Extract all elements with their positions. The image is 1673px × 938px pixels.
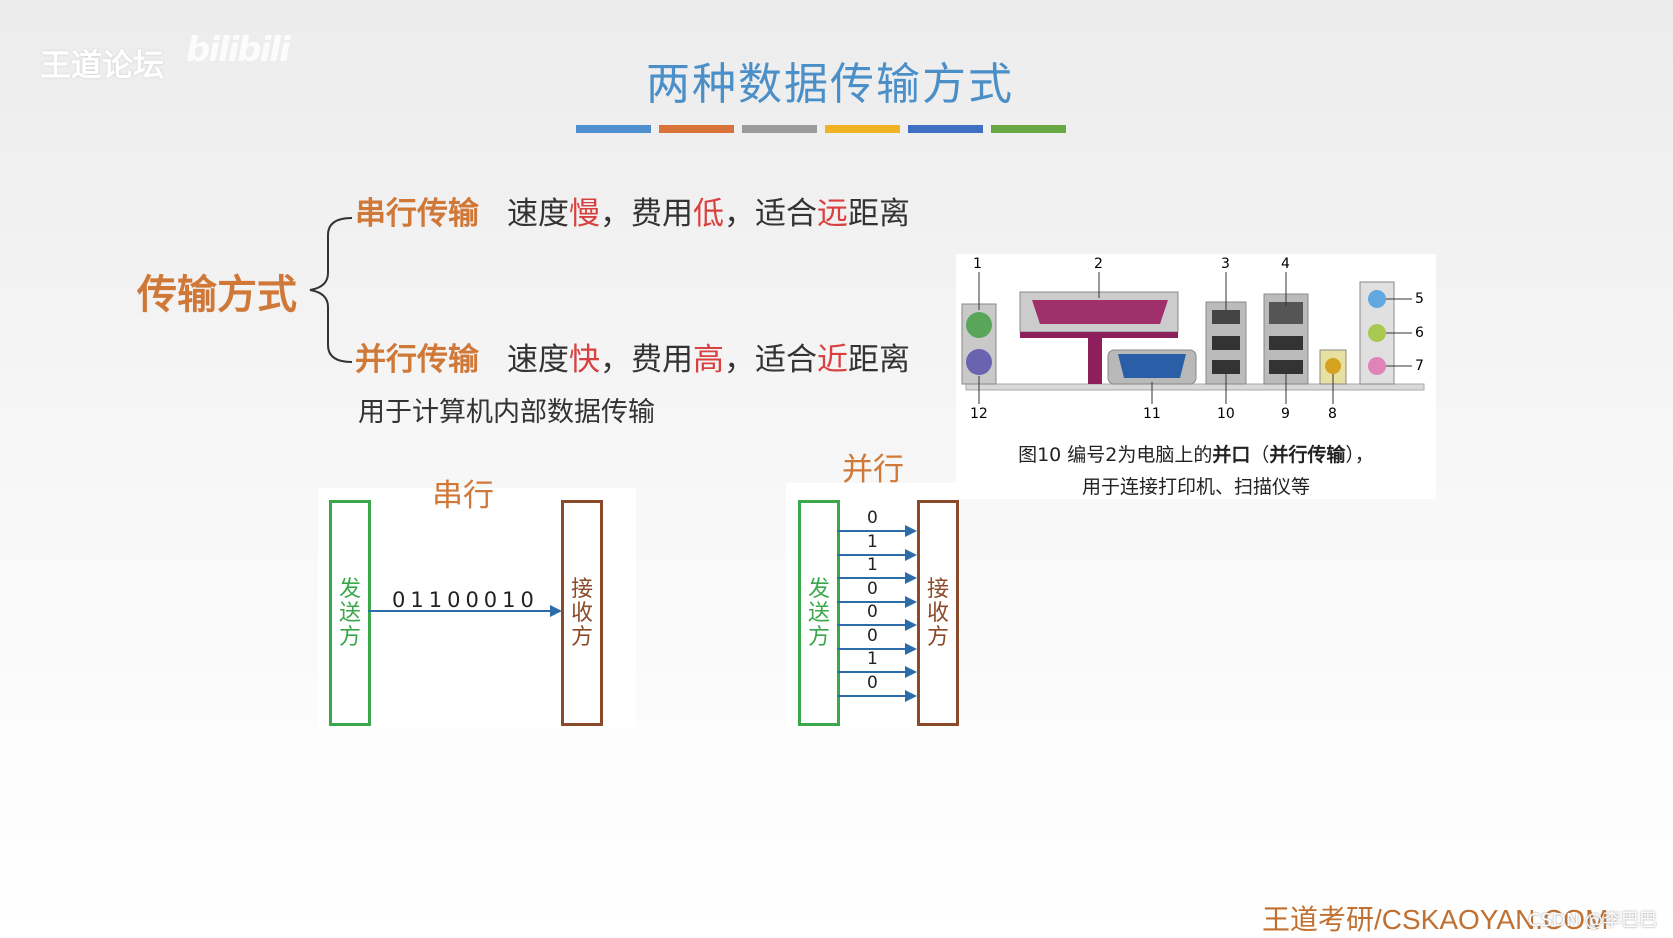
parallel-sender-box: 发送方 xyxy=(798,500,840,726)
parallel-text: ，费用 xyxy=(600,342,693,378)
parallel-arrow-icon xyxy=(837,619,917,631)
color-bar xyxy=(825,125,900,133)
port-number: 12 xyxy=(970,406,988,422)
parallel-arrow-icon xyxy=(837,548,917,561)
serial-row: 串行传输速度慢，费用低，适合远距离 xyxy=(355,188,910,233)
parallel-sender-label: 发送方 xyxy=(807,577,830,650)
parallel-text: 距离 xyxy=(848,342,910,378)
port-number: 11 xyxy=(1143,406,1161,422)
caption-bold: 并行传输 xyxy=(1269,444,1346,466)
serial-text: 距离 xyxy=(848,196,910,232)
parallel-arrow-icon xyxy=(837,689,917,702)
parallel-label: 并行传输 xyxy=(355,342,479,378)
port-number: 10 xyxy=(1217,406,1235,422)
io-panel-illustration xyxy=(961,272,1425,404)
color-bar xyxy=(742,125,817,133)
caption-text: 图10 编号2为电脑上的 xyxy=(1018,444,1213,466)
title-color-bars xyxy=(576,125,1066,133)
color-bar xyxy=(576,125,651,133)
parallel-bit-label: 1 xyxy=(867,555,878,575)
caption-text: （ xyxy=(1250,444,1270,466)
port-number: 8 xyxy=(1328,406,1337,422)
parallel-speed: 快 xyxy=(569,342,600,378)
color-bar xyxy=(908,125,983,133)
parallel-lines: 0 1 1 0 0 0 1 0 xyxy=(837,508,917,710)
parallel-diagram-panel xyxy=(786,483,960,728)
serial-sender-label: 发送方 xyxy=(338,577,361,650)
serial-label: 串行传输 xyxy=(355,196,479,232)
port-number: 1 xyxy=(973,256,982,272)
serial-text: ，适合 xyxy=(724,196,817,232)
slide-title: 两种数据传输方式 xyxy=(646,59,1014,110)
port-number: 2 xyxy=(1094,256,1103,272)
color-bar xyxy=(659,125,734,133)
bilibili-logo: bilibili xyxy=(186,30,291,70)
port-number: 5 xyxy=(1415,291,1424,307)
color-bar xyxy=(991,125,1066,133)
port-caption-line1: 图10 编号2为电脑上的并口（并行传输）， xyxy=(956,440,1436,467)
serial-distance: 远 xyxy=(817,196,848,232)
serial-diagram-title: 串行 xyxy=(432,478,494,514)
parallel-text: 速度 xyxy=(507,342,569,378)
parallel-cost: 高 xyxy=(693,342,724,378)
caption-text: ）， xyxy=(1345,444,1374,466)
port-number: 9 xyxy=(1281,406,1290,422)
port-number: 7 xyxy=(1415,358,1424,374)
serial-receiver-box: 接收方 xyxy=(561,500,603,726)
parallel-arrow-icon xyxy=(837,595,917,608)
port-number: 3 xyxy=(1221,256,1230,272)
serial-cost: 低 xyxy=(693,196,724,232)
port-figure: 1 2 3 4 5 6 7 8 9 10 11 12 图10 编号2为电脑上的并… xyxy=(956,254,1436,499)
parallel-bit-label: 0 xyxy=(867,602,878,622)
brand-watermark: 王道论坛 xyxy=(40,48,164,84)
parallel-diagram-title: 并行 xyxy=(842,452,904,488)
caption-bold: 并口 xyxy=(1212,444,1251,466)
port-number: 6 xyxy=(1415,325,1424,341)
parallel-arrow-icon xyxy=(837,572,917,584)
serial-bits: 01100010 xyxy=(392,588,539,612)
parallel-arrow-icon xyxy=(837,642,917,655)
parallel-bit-label: 1 xyxy=(867,531,878,552)
parallel-note: 用于计算机内部数据传输 xyxy=(358,397,655,428)
serial-text: ，费用 xyxy=(600,196,693,232)
parallel-arrow-icon xyxy=(837,525,917,537)
parallel-arrow-icon xyxy=(837,666,917,678)
csdn-watermark: CSDN @李巴巴 xyxy=(1528,910,1658,931)
port-caption-line2: 用于连接打印机、扫描仪等 xyxy=(1081,476,1310,498)
parallel-bit-label: 1 xyxy=(867,649,878,669)
transmission-mode-label: 传输方式 xyxy=(137,271,297,318)
parallel-bit-label: 0 xyxy=(867,672,878,693)
footer-site: 王道考研/CSKAOYAN.COM xyxy=(1262,904,1609,935)
parallel-receiver-label: 接收方 xyxy=(926,577,949,650)
parallel-bit-label: 0 xyxy=(867,578,878,599)
parallel-distance: 近 xyxy=(817,342,848,378)
serial-speed: 慢 xyxy=(569,196,600,232)
brace-icon xyxy=(309,217,353,363)
parallel-bit-label: 0 xyxy=(867,508,878,528)
serial-arrow-icon xyxy=(368,605,562,617)
serial-receiver-label: 接收方 xyxy=(570,577,593,650)
serial-text: 速度 xyxy=(507,196,569,232)
serial-sender-box: 发送方 xyxy=(329,500,371,726)
port-number: 4 xyxy=(1281,256,1290,272)
parallel-text: ，适合 xyxy=(724,342,817,378)
parallel-bit-label: 0 xyxy=(867,625,878,646)
parallel-row: 并行传输速度快，费用高，适合近距离 xyxy=(355,334,910,379)
parallel-receiver-box: 接收方 xyxy=(917,500,959,726)
serial-diagram-panel xyxy=(318,488,636,728)
